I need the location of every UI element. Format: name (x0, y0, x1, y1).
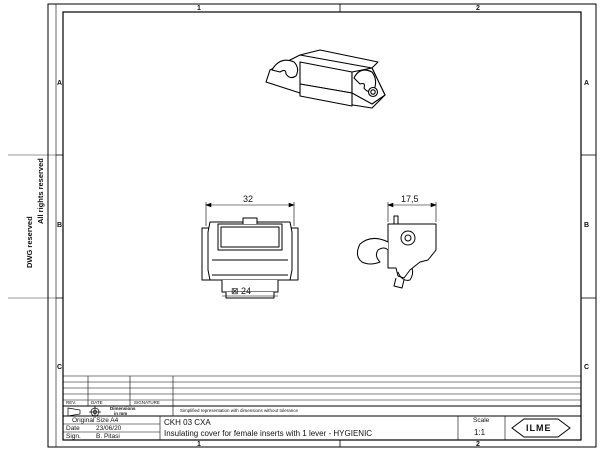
date-header: DATE (91, 400, 103, 405)
row-label-left: C (57, 364, 63, 371)
title-block-frame (63, 375, 581, 440)
row-label-left: A (57, 80, 63, 87)
all-rights-reserved-text: All rights reserved (36, 158, 45, 224)
dwg-reserved-text: DWG reserved (25, 216, 34, 268)
units-note: in mm (114, 411, 128, 416)
base-symbol: ⊠ (231, 286, 239, 296)
dimensions-note: Dimensions (110, 406, 136, 411)
part-code: CKH 03 CXA (164, 418, 211, 427)
side-width-dimension: 17,5 (401, 194, 419, 204)
date-label: Date (66, 425, 80, 432)
row-label-right: C (584, 364, 590, 371)
sign-label: Sign. (66, 433, 81, 440)
original-size-label: Original Size A4 (72, 417, 119, 424)
rev-header: REV. (66, 400, 77, 405)
side-view (356, 215, 437, 289)
front-base-dimension: 24 (241, 286, 252, 296)
front-width-dimension: 32 (243, 194, 254, 204)
column-label-bottom: 1 (197, 441, 201, 448)
row-label-right: B (584, 222, 590, 229)
column-label-top: 2 (476, 5, 480, 12)
column-label-top: 1 (197, 5, 201, 12)
row-label-left: B (57, 222, 63, 229)
ilme-logo (511, 418, 571, 438)
row-label-right: A (584, 80, 590, 87)
simplified-note: Simplified representation with dimension… (180, 408, 299, 413)
outer-frame (47, 3, 597, 448)
sign-value: B. Pitasi (96, 433, 120, 440)
column-label-bottom: 2 (476, 441, 480, 448)
date-value: 23/06/20 (96, 425, 122, 432)
front-view (201, 217, 299, 299)
isometric-view (265, 49, 386, 109)
ilme-logo-text: ILME (526, 423, 552, 433)
scale-value: 1:1 (474, 428, 486, 437)
signature-header: SIGNATURE (134, 400, 160, 405)
scale-label: Scale (473, 417, 490, 424)
inner-frame (62, 11, 582, 441)
part-description: Insulating cover for female inserts with… (164, 429, 373, 438)
projection-symbol-icon (67, 406, 101, 418)
